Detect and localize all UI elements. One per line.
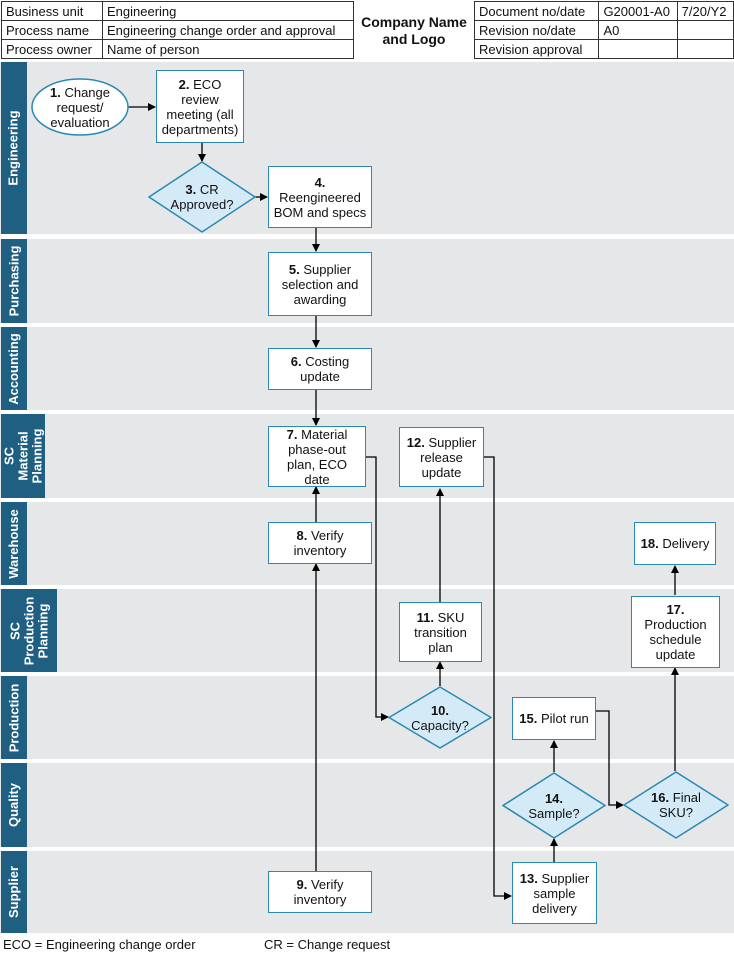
header-row-revision: Revision no/date A0 [473, 20, 734, 40]
header-row-process-name: Process name Engineering change order an… [1, 20, 354, 40]
step-text: Sample? [528, 805, 580, 821]
step-number: 14. [544, 790, 564, 806]
step-number: 2. [178, 76, 190, 92]
lane-label: Production [1, 676, 27, 759]
step-text: SKU transition plan [414, 609, 467, 655]
step-3-cr-approved-decision: 3. CR Approved? [148, 161, 256, 233]
step-1-change-request: 1. Change request/ evaluation [31, 78, 129, 136]
lane-label: Engineering [1, 62, 27, 234]
step-text: Change request/ evaluation [50, 84, 110, 130]
step-number: 12. [406, 434, 425, 450]
lane-label: SC Production Planning [1, 589, 57, 672]
step-text: Delivery [662, 536, 710, 551]
step-number: 10. [430, 702, 450, 718]
header-left-table: Business unit Engineering Process name E… [1, 1, 354, 59]
step-number: 6. [290, 354, 302, 369]
step-2-eco-review-meeting: 2. ECO review meeting (all departments) [156, 70, 244, 143]
lane-label: Warehouse [1, 502, 27, 585]
step-12-supplier-release-update: 12. Supplier release update [399, 427, 484, 487]
step-number: 8. [296, 528, 308, 543]
step-text: Material phase-out plan, ECO date [287, 426, 348, 487]
step-9-verify-inventory: 9. Verify inventory [268, 871, 372, 913]
step-number: 9. [296, 877, 308, 892]
legend-eco: ECO = Engineering change order [3, 937, 196, 952]
step-number: 11. [416, 609, 434, 625]
step-text: Costing update [300, 354, 350, 384]
header-row-revision-approval: Revision approval [473, 39, 734, 59]
header-right-table: Document no/date G20001-A0 7/20/Y2 Revis… [473, 1, 734, 59]
step-text: Supplier release update [420, 434, 477, 480]
step-text: ECO review meeting (all departments) [161, 76, 239, 137]
step-text: Pilot run [541, 711, 589, 726]
header-label: Revision approval [473, 39, 600, 59]
legend-cr: CR = Change request [264, 937, 391, 952]
step-15-pilot-run: 15. Pilot run [512, 697, 596, 740]
step-14-sample-decision: 14. Sample? [502, 772, 606, 839]
header-row-document: Document no/date G20001-A0 7/20/Y2 [473, 1, 734, 21]
arrow-15-to-16 [596, 710, 624, 809]
arrow-7-to-10 [366, 456, 389, 721]
step-text: CR Approved? [170, 182, 234, 212]
step-13-supplier-sample-delivery: 13. Supplier sample delivery [512, 862, 597, 924]
step-text: Supplier sample delivery [532, 870, 590, 916]
lane-label: Quality [1, 763, 27, 847]
lane-label: SC Material Planning [1, 414, 45, 498]
lane-sc-production-planning: SC Production Planning [0, 589, 734, 672]
step-number: 1. [49, 84, 61, 100]
step-18-delivery: 18. Delivery [634, 522, 716, 565]
lane-label: Purchasing [1, 239, 27, 323]
step-5-supplier-selection: 5. Supplier selection and awarding [268, 252, 372, 316]
step-number: 16. [651, 790, 670, 805]
step-10-capacity-decision: 10. Capacity? [388, 686, 492, 749]
step-8-verify-inventory: 8. Verify inventory [268, 522, 372, 564]
step-6-costing-update: 6. Costing update [268, 348, 372, 390]
header-value [676, 39, 734, 59]
header-row-process-owner: Process owner Name of person [1, 39, 354, 59]
step-17-production-schedule-update: 17. Production schedule update [631, 596, 720, 668]
step-text: Final SKU? [659, 790, 701, 820]
step-text: Verify inventory [293, 528, 347, 558]
lane-sc-material-planning: SC Material Planning [0, 414, 734, 498]
arrow-12-to-13 [484, 456, 512, 900]
step-text: Capacity? [411, 717, 469, 733]
lane-supplier: Supplier [0, 851, 734, 933]
step-11-sku-transition-plan: 11. SKU transition plan [399, 602, 482, 662]
step-7-material-phase-out-plan: 7. Material phase-out plan, ECO date [268, 426, 366, 487]
header-value: Name of person [102, 39, 354, 59]
company-logo-placeholder: Company Name and Logo [361, 14, 467, 47]
step-number: 18. [640, 536, 659, 551]
step-number: 5. [288, 261, 300, 277]
step-text: Reengineered BOM and specs [273, 189, 367, 220]
header-value: G20001-A0 [598, 1, 678, 21]
lane-label: Supplier [1, 851, 27, 933]
step-16-final-sku-decision: 16. Final SKU? [623, 771, 729, 839]
lane-production: Production [0, 676, 734, 759]
step-4-reengineered-bom: 4. Reengineered BOM and specs [268, 166, 372, 228]
step-number: 7. [286, 426, 298, 442]
step-number: 4. [314, 174, 326, 190]
step-text: Production schedule update [644, 617, 707, 662]
step-number: 13. [519, 870, 538, 886]
step-number: 17. [666, 602, 685, 617]
header-label: Revision no/date [473, 20, 600, 40]
step-number: 3. [185, 182, 197, 197]
header-value: 7/20/Y2 [676, 1, 734, 21]
lane-label: Accounting [1, 327, 27, 410]
step-number: 15. [519, 711, 538, 726]
step-text: Verify inventory [293, 877, 347, 907]
step-text: Supplier selection and awarding [281, 261, 359, 307]
header-label: Process owner [1, 39, 103, 59]
